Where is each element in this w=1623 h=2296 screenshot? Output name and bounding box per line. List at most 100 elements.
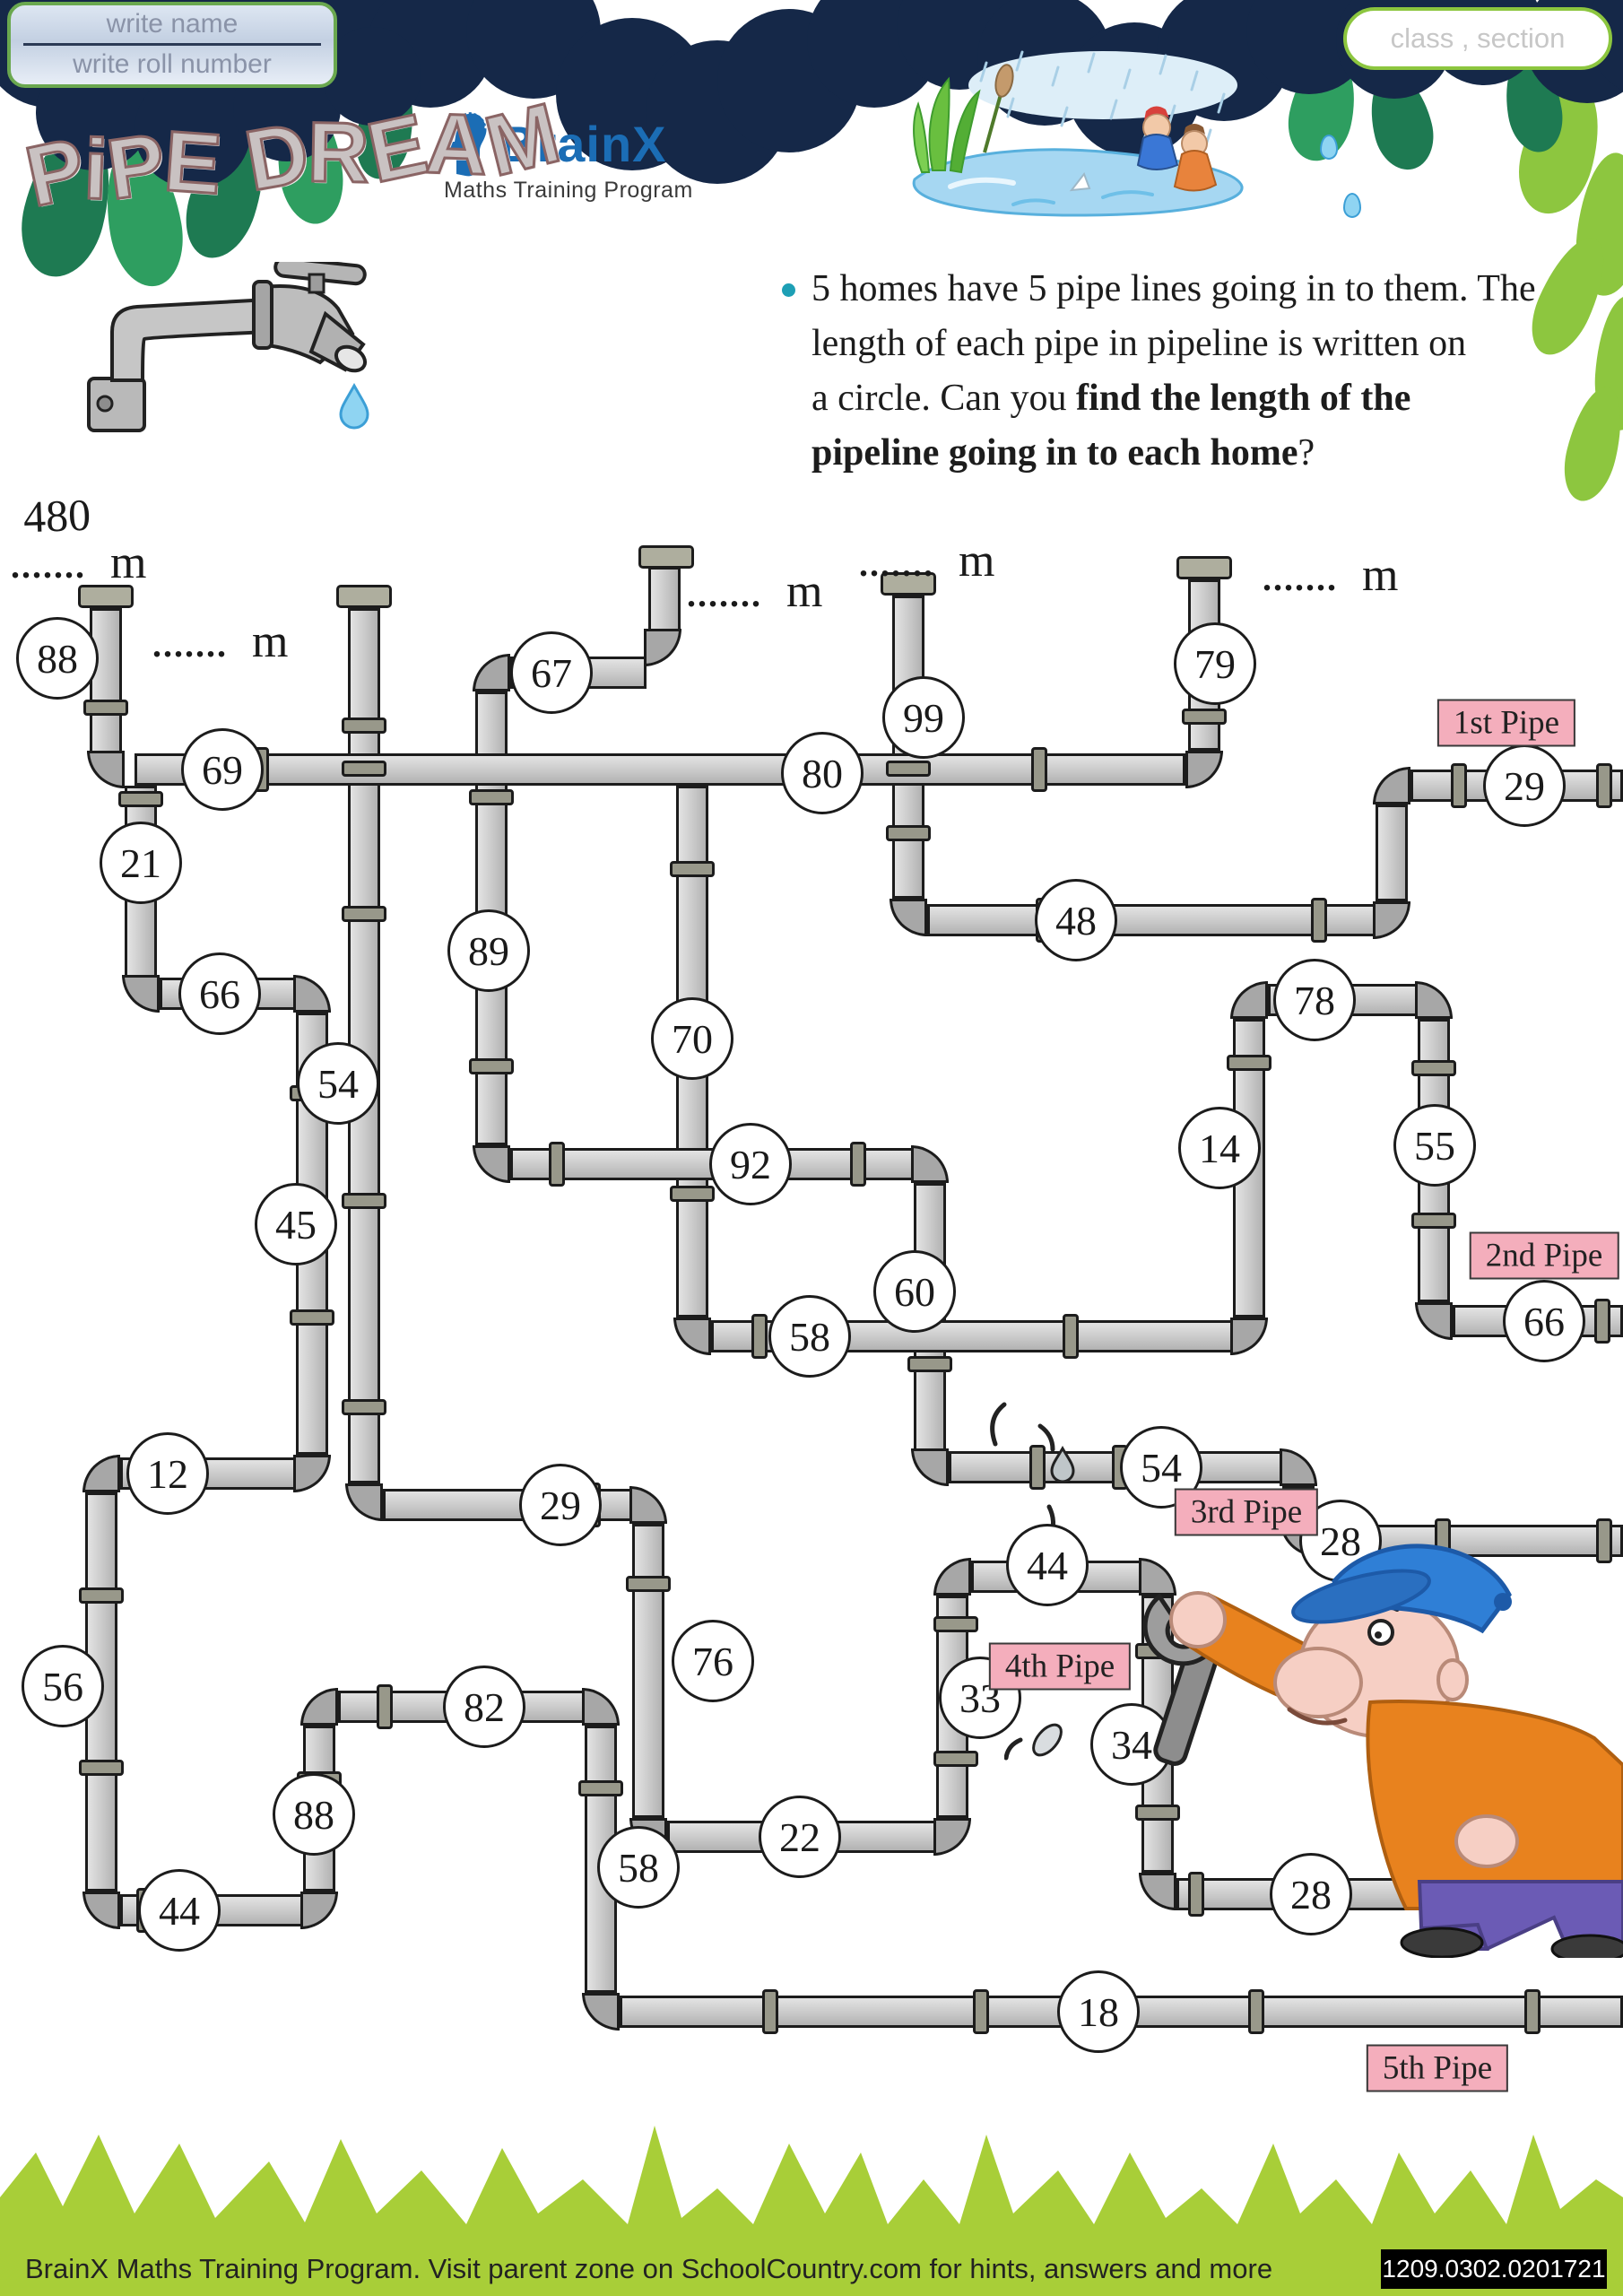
leak-drop-icon: [1004, 1704, 1085, 1785]
pipe-length-circle: 48: [1035, 879, 1117, 961]
pipe-length-circle: 14: [1178, 1107, 1261, 1189]
pipe-joint-collar: [1031, 747, 1047, 792]
title-letter: [223, 188, 248, 190]
name-field[interactable]: write name: [106, 9, 239, 39]
pipe-joint-collar: [907, 1356, 952, 1372]
pipe-answer-label: 3rd Pipe: [1174, 1488, 1319, 1536]
pipeline-length-blank[interactable]: 480....... m: [11, 490, 146, 589]
pipe-elbow: [1415, 1302, 1453, 1340]
pipe-joint-collar: [342, 906, 386, 922]
pipe-joint-collar: [1411, 1213, 1456, 1229]
home-pipe-cap: [78, 585, 134, 608]
pipeline-length-blank[interactable]: ....... m: [859, 535, 994, 587]
pipe-elbow: [911, 1448, 949, 1486]
pipe-length-circle: 18: [1057, 1970, 1140, 2053]
student-name-roll-box[interactable]: write name write roll number: [7, 2, 337, 88]
worksheet-code-badge: 1209.0302.0201721: [1381, 2249, 1607, 2289]
pipe-length-circle: 56: [22, 1645, 104, 1727]
pipe-joint-collar: [886, 761, 931, 777]
pipe-length-circle: 22: [759, 1796, 841, 1878]
pipe-length-circle: 78: [1273, 959, 1356, 1041]
pipe-elbow: [673, 1318, 711, 1355]
pipe-length-circle: 44: [1006, 1524, 1089, 1606]
pipe-length-circle: 76: [672, 1620, 754, 1702]
pipe-joint-collar: [83, 700, 128, 716]
water-drop-icon: [1343, 193, 1361, 218]
pipe-joint-collar: [342, 1399, 386, 1415]
pipe-segment: [632, 1524, 664, 1818]
title-letter: R: [306, 103, 371, 202]
pipe-length-circle: 79: [1174, 622, 1256, 705]
pipe-elbow: [1415, 981, 1453, 1019]
pipe-elbow: [582, 1688, 620, 1726]
pipe-joint-collar: [973, 1989, 989, 2034]
class-section-box[interactable]: class , section: [1343, 7, 1612, 70]
pipe-elbow: [87, 751, 125, 788]
pipe-length-circle: 55: [1393, 1104, 1476, 1187]
pipe-joint-collar: [1227, 1055, 1271, 1071]
pipe-elbow: [629, 1486, 667, 1524]
pipe-length-circle: 29: [519, 1464, 602, 1546]
pipe-length-circle: 80: [781, 732, 864, 814]
meter-unit: m: [775, 566, 823, 617]
pipe-length-circle: 29: [1483, 744, 1566, 827]
pipe-elbow: [82, 1455, 120, 1492]
pipe-joint-collar: [933, 1751, 978, 1767]
pipe-length-circle: 28: [1270, 1853, 1352, 1935]
leaf-scallop-navy: [323, 27, 421, 126]
pipe-joint-collar: [1182, 709, 1227, 725]
pipe-length-circle: 45: [255, 1183, 337, 1265]
pipe-joint-collar: [1594, 1299, 1610, 1344]
pipe-joint-collar: [762, 1989, 778, 2034]
pipeline-length-blank[interactable]: ....... m: [152, 615, 288, 668]
pipe-joint-collar: [1063, 1314, 1079, 1359]
brand-subtitle: Maths Training Program: [444, 178, 693, 203]
answer-dotted-line[interactable]: .......: [1263, 558, 1338, 598]
pipe-joint-collar: [1135, 1805, 1180, 1821]
pipe-segment: [1376, 804, 1408, 901]
pipe-joint-collar: [342, 718, 386, 734]
pipe-joint-collar: [850, 1142, 866, 1187]
pipe-elbow: [1373, 767, 1410, 804]
pipe-joint-collar: [79, 1760, 124, 1776]
pipe-elbow: [293, 1455, 331, 1492]
pipe-joint-collar: [1596, 763, 1612, 808]
pipe-joint-collar: [118, 791, 163, 807]
pipe-elbow: [300, 1688, 338, 1726]
pipeline-length-blank[interactable]: ....... m: [687, 565, 822, 618]
pipe-joint-collar: [578, 1780, 623, 1796]
pipe-joint-collar: [670, 861, 715, 877]
pipe-length-circle: 58: [597, 1826, 680, 1909]
pipe-length-circle: 67: [510, 631, 593, 714]
pipe-elbow: [1373, 901, 1410, 939]
pipe-joint-collar: [290, 1309, 334, 1326]
pipe-elbow: [1185, 751, 1223, 788]
pipe-elbow: [300, 1892, 338, 1929]
pipe-elbow: [1280, 1448, 1317, 1486]
pipe-joint-collar: [1451, 763, 1467, 808]
answer-dotted-line[interactable]: .......: [11, 545, 86, 586]
pipe-length-circle: 69: [181, 728, 264, 811]
pipe-length-circle: 58: [768, 1295, 851, 1378]
pipe-segment: [90, 608, 122, 753]
pipeline-length-blank[interactable]: ....... m: [1263, 549, 1398, 602]
roll-number-field[interactable]: write roll number: [73, 49, 272, 79]
pipe-length-circle: 44: [138, 1869, 221, 1952]
brain-head-icon: [444, 108, 490, 179]
answer-dotted-line[interactable]: .......: [859, 544, 934, 584]
pipe-joint-collar: [1311, 898, 1327, 943]
footer-text: BrainX Maths Training Program. Visit par…: [25, 2253, 1273, 2284]
pipe-joint-collar: [549, 1142, 565, 1187]
pipe-joint-collar: [886, 825, 931, 841]
answer-dotted-line[interactable]: .......: [152, 624, 228, 665]
pipe-joint-collar: [79, 1587, 124, 1604]
pipe-segment: [648, 567, 681, 631]
pipe-joint-collar: [1188, 1872, 1204, 1917]
meter-unit: m: [947, 535, 995, 587]
pipe-length-circle: 99: [882, 676, 965, 759]
pipe-answer-label: 2nd Pipe: [1469, 1231, 1619, 1280]
water-drop-icon: [1320, 135, 1338, 160]
instructions: 5 homes have 5 pipe lines going in to th…: [812, 268, 1536, 474]
class-section-field[interactable]: class , section: [1390, 22, 1566, 54]
answer-dotted-line[interactable]: .......: [687, 574, 762, 614]
